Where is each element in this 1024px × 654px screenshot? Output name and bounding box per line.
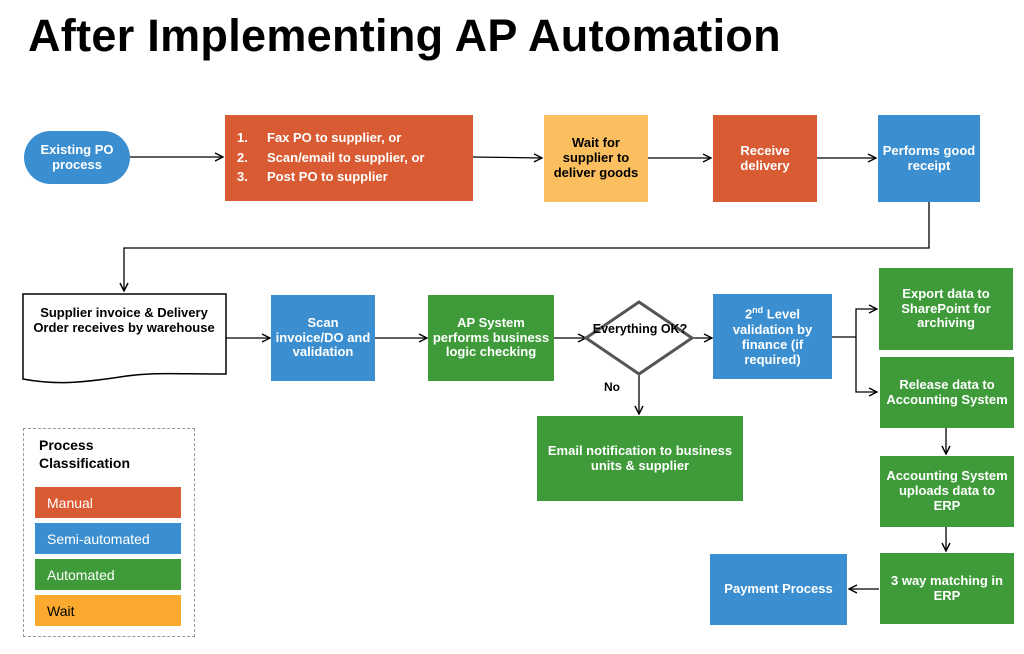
- legend-item-manual: Manual: [35, 487, 181, 518]
- decision-diamond: [583, 300, 695, 376]
- accounting-uploads-label: Accounting System uploads data to ERP: [886, 468, 1008, 513]
- accounting-uploads-node: Accounting System uploads data to ERP: [880, 456, 1014, 527]
- send-po-list: 1.Fax PO to supplier, or 2.Scan/email to…: [237, 126, 425, 191]
- good-receipt-node: Performs good receipt: [878, 115, 980, 202]
- legend-title: Process Classification: [39, 437, 131, 471]
- three-way-matching-node: 3 way matching in ERP: [880, 553, 1014, 624]
- supplier-invoice-label: Supplier invoice & Delivery Order receiv…: [33, 305, 215, 335]
- good-receipt-label: Performs good receipt: [882, 142, 976, 173]
- export-data-label: Export data to SharePoint for archiving: [901, 285, 991, 331]
- release-data-node: Release data to Accounting System: [880, 357, 1014, 428]
- scan-invoice-label: Scan invoice/DO and validation: [275, 314, 371, 360]
- page-title: After Implementing AP Automation: [28, 10, 781, 61]
- ap-system-node: AP System performs business logic checki…: [428, 295, 554, 381]
- ap-system-label: AP System performs business logic checki…: [432, 314, 550, 360]
- wait-for-delivery-label: Wait for supplier to deliver goods: [553, 135, 639, 180]
- wait-for-delivery-node: Wait for supplier to deliver goods: [544, 115, 648, 202]
- receive-delivery-label: Receive delivery: [740, 142, 790, 173]
- process-classification-legend: Process Classification Manual Semi-autom…: [23, 428, 195, 637]
- scan-invoice-node: Scan invoice/DO and validation: [271, 295, 375, 381]
- everything-ok-label: Everything OK?: [592, 322, 688, 336]
- second-level-validation-node: 2nd Level validation by finance (if requ…: [713, 294, 832, 379]
- receive-delivery-node: Receive delivery: [713, 115, 817, 202]
- send-po-item-1: 1.Fax PO to supplier, or: [237, 129, 402, 145]
- document-shape: [22, 293, 227, 384]
- email-notification-label: Email notification to business units & s…: [547, 442, 733, 473]
- no-branch-label: No: [604, 380, 620, 394]
- legend-item-automated: Automated: [35, 559, 181, 590]
- export-data-node: Export data to SharePoint for archiving: [879, 268, 1013, 350]
- three-way-matching-label: 3 way matching in ERP: [891, 572, 1003, 603]
- payment-process-label: Payment Process: [724, 581, 833, 597]
- send-po-item-2: 2.Scan/email to supplier, or: [237, 149, 425, 165]
- payment-process-node: Payment Process: [710, 554, 847, 625]
- existing-po-process-node: Existing PO process: [24, 131, 130, 184]
- send-po-item-3: 3.Post PO to supplier: [237, 169, 388, 185]
- release-data-label: Release data to Accounting System: [886, 376, 1008, 407]
- legend-item-semi-automated: Semi-automated: [35, 523, 181, 554]
- legend-item-wait: Wait: [35, 595, 181, 626]
- existing-po-process-label: Existing PO process: [40, 141, 114, 172]
- send-po-node: 1.Fax PO to supplier, or 2.Scan/email to…: [225, 115, 473, 201]
- second-level-validation-label: 2nd Level validation by finance (if requ…: [732, 305, 813, 367]
- email-notification-node: Email notification to business units & s…: [537, 416, 743, 501]
